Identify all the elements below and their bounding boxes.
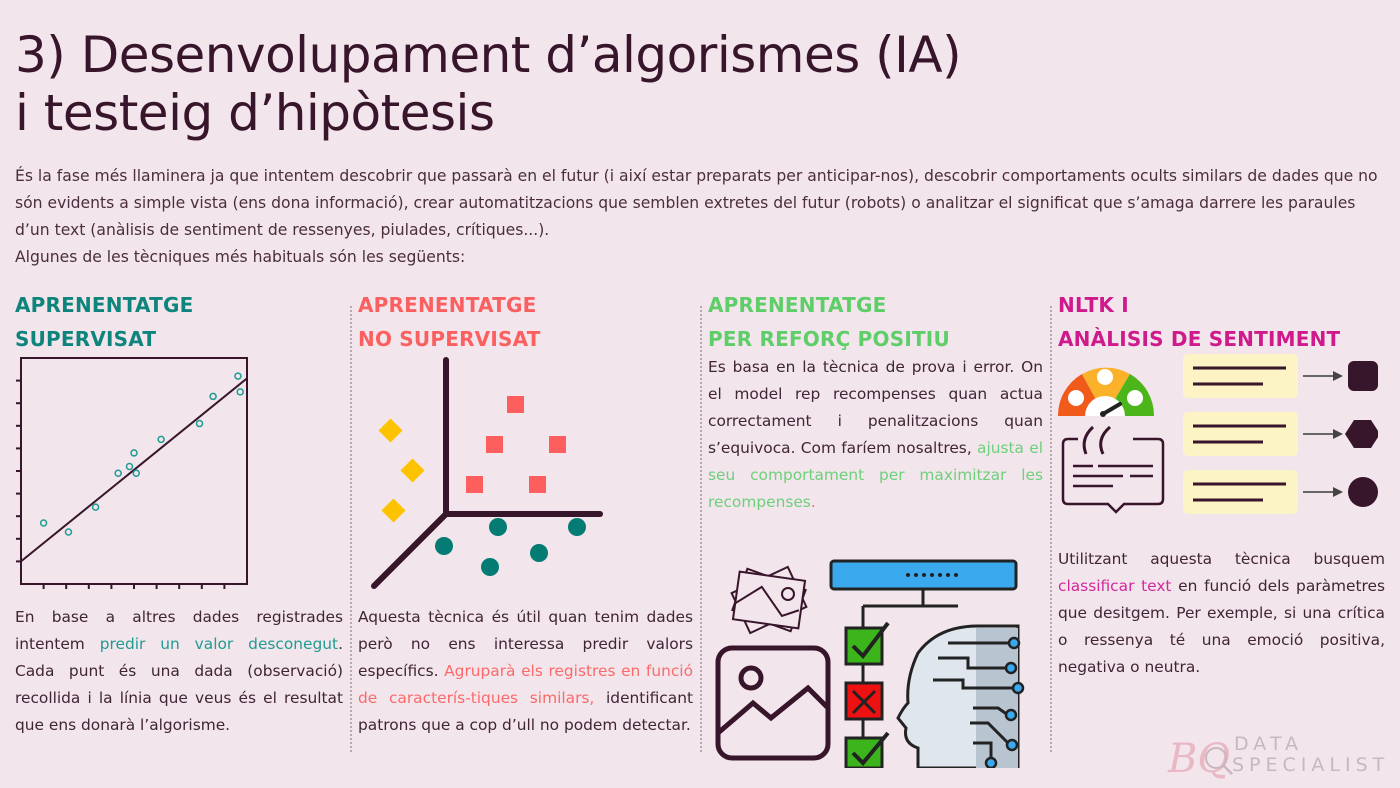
clustering-illustration bbox=[358, 354, 618, 594]
monitor-icon bbox=[829, 559, 1018, 628]
column-divider bbox=[1050, 306, 1052, 752]
data-point bbox=[236, 388, 244, 396]
axes-3d-icon bbox=[371, 357, 603, 589]
intro-paragraph: És la fase més llaminera ja que intentem… bbox=[15, 167, 1378, 239]
quote-bubble-icon bbox=[1061, 425, 1165, 514]
reinforcement-heading: APRENENTATGE PER REFORÇ POSITIU bbox=[708, 288, 1043, 356]
svg-text:BQ: BQ bbox=[1167, 736, 1230, 782]
brand-wordmark: DATA SPECIALIST bbox=[1232, 734, 1389, 776]
data-point bbox=[209, 392, 217, 401]
title-line-1: 3) Desenvolupament d’algorismes (IA) bbox=[15, 26, 962, 84]
sentiment-gauge-icon bbox=[1058, 367, 1155, 417]
heading-line-1: APRENENTATGE bbox=[15, 293, 194, 317]
data-point bbox=[91, 503, 100, 511]
heading-line-1: NLTK I bbox=[1058, 293, 1129, 317]
data-point bbox=[114, 469, 122, 478]
photo-stack-icon bbox=[730, 565, 808, 635]
unsupervised-description: Aquesta tècnica és útil quan tenim dades… bbox=[358, 608, 693, 734]
data-point bbox=[130, 449, 138, 457]
brand-logo: BQ bbox=[1166, 728, 1396, 784]
heading-line-2: SUPERVISAT bbox=[15, 327, 157, 351]
intro-lead: Algunes de les tècniques més habituals s… bbox=[15, 248, 466, 266]
heading-line-2: PER REFORÇ POSITIU bbox=[708, 327, 950, 351]
ai-head-icon bbox=[896, 624, 1025, 768]
data-point bbox=[195, 419, 204, 428]
intro-text: És la fase més llaminera ja que intentem… bbox=[15, 163, 1390, 271]
reinforcement-illustration bbox=[708, 558, 1038, 768]
data-point bbox=[132, 469, 141, 478]
heading-line-1: APRENENTATGE bbox=[708, 293, 887, 317]
scatter-regression-chart bbox=[15, 354, 255, 594]
data-point bbox=[125, 462, 134, 471]
reinforcement-highlight: ajusta el seu comportament per maximitza… bbox=[708, 439, 1043, 511]
teal-circle-cluster bbox=[435, 518, 586, 576]
column-sentiment-analysis: NLTK I ANÀLISIS DE SENTIMENT bbox=[1058, 288, 1385, 768]
hexagon-class-icon bbox=[1345, 420, 1378, 448]
page-title: 3) Desenvolupament d’algorismes (IA) i t… bbox=[15, 26, 962, 142]
column-unsupervised-learning: APRENENTATGE NO SUPERVISAT bbox=[358, 288, 693, 768]
column-divider bbox=[700, 306, 702, 752]
column-supervised-learning: APRENENTATGE SUPERVISAT En base a altres… bbox=[15, 288, 343, 768]
checklist-icon bbox=[844, 621, 890, 768]
supervised-description: En base a altres dades registrades inten… bbox=[15, 608, 343, 734]
column-divider bbox=[350, 306, 352, 752]
circle-class-icon bbox=[1348, 477, 1378, 507]
unsupervised-highlight: Agruparà els registres en funció de cara… bbox=[358, 662, 693, 707]
column-reinforcement-learning: APRENENTATGE PER REFORÇ POSITIU Es basa … bbox=[708, 288, 1043, 768]
title-line-2: i testeig d’hipòtesis bbox=[15, 84, 495, 142]
reinforcement-description: Es basa en la tècnica de prova i error. … bbox=[708, 358, 1043, 511]
bq-monogram-icon: BQ bbox=[1167, 736, 1233, 782]
regression-line bbox=[20, 377, 248, 563]
brand-line-1: DATA bbox=[1234, 733, 1303, 755]
sentiment-illustration bbox=[1058, 354, 1378, 524]
heading-line-2: NO SUPERVISAT bbox=[358, 327, 541, 351]
heading-line-1: APRENENTATGE bbox=[358, 293, 537, 317]
brand-line-2: SPECIALIST bbox=[1232, 754, 1390, 776]
data-point bbox=[39, 519, 48, 527]
sentiment-description: Utilitzant aquesta tècnica busquem class… bbox=[1058, 550, 1385, 676]
data-point bbox=[234, 372, 242, 380]
heading-line-2: ANÀLISIS DE SENTIMENT bbox=[1058, 327, 1341, 351]
red-square-cluster bbox=[466, 396, 566, 493]
data-point bbox=[64, 528, 73, 536]
yellow-diamond-cluster bbox=[378, 418, 425, 523]
square-class-icon bbox=[1348, 361, 1378, 391]
classification-row-2 bbox=[1183, 412, 1378, 456]
classification-row-3 bbox=[1183, 470, 1378, 514]
supervised-highlight: predir un valor desconegut bbox=[99, 635, 339, 653]
image-icon bbox=[715, 645, 831, 761]
unsupervised-heading: APRENENTATGE NO SUPERVISAT bbox=[358, 288, 693, 356]
classification-row-1 bbox=[1183, 354, 1378, 398]
data-point bbox=[157, 435, 165, 444]
supervised-heading: APRENENTATGE SUPERVISAT bbox=[15, 288, 343, 356]
sentiment-highlight: classificar text bbox=[1058, 577, 1172, 595]
sentiment-heading: NLTK I ANÀLISIS DE SENTIMENT bbox=[1058, 288, 1385, 356]
